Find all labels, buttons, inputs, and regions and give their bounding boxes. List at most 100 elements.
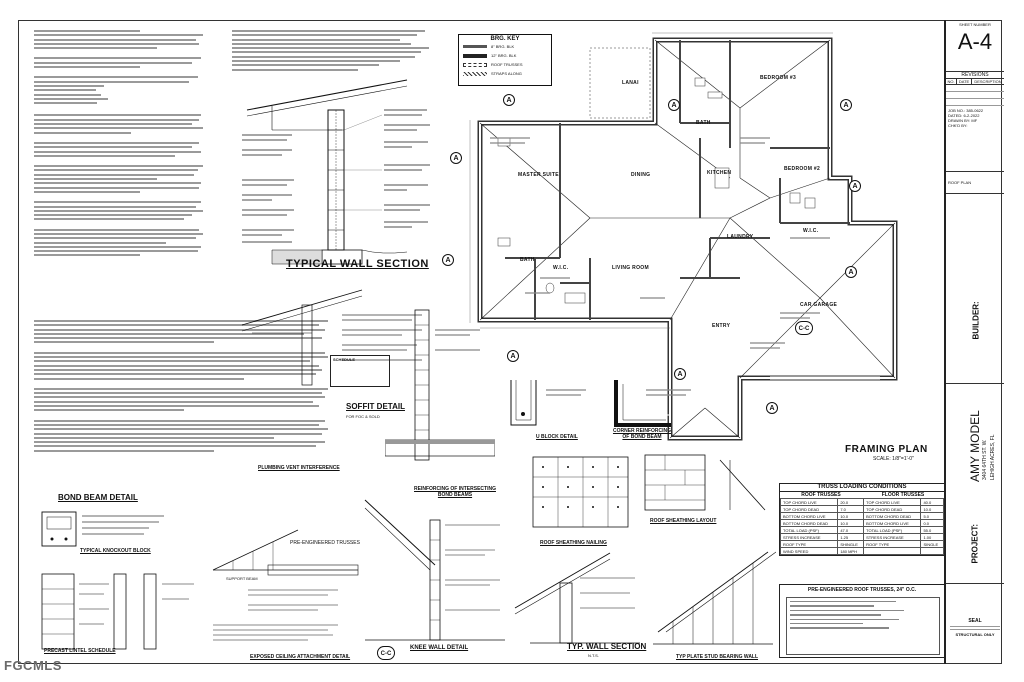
roof-sheathing-layout-drawing: [644, 454, 766, 511]
truss-loading-cell: [920, 547, 944, 555]
room-bath-1: BATH: [696, 120, 711, 126]
section-marker-c-c: C-C: [795, 321, 813, 335]
room-living-room: LIVING ROOM: [612, 265, 649, 271]
bond-beam-detail-title: BOND BEAM DETAIL: [58, 493, 138, 502]
general-notes-column-1: [34, 30, 210, 330]
pre-eng-truss-note: PRE-ENGINEERED ROOF TRUSSES, 24" O.C.: [807, 587, 917, 593]
brg-key-row-2: 12" BRG. BLK: [491, 53, 517, 58]
framing-plan-scale: SCALE: 1/8"=1'-0": [873, 456, 914, 462]
room-entry: ENTRY: [712, 323, 731, 329]
bond-beam-and-lintel-drawing: [41, 511, 194, 650]
truss-loading-title: TRUSS LOADING CONDITIONS: [780, 484, 944, 492]
chkd-by: CHK'D BY:: [948, 123, 968, 128]
job-no: JOB NO.: 385-0622: [948, 108, 984, 113]
typ-wall-section-drawing: [514, 552, 640, 644]
soffit-detail-drawing: [241, 289, 422, 386]
brg-key-row-3: ROOF TRUSSES: [491, 62, 523, 67]
truss-loading-cell: 10.0: [837, 512, 865, 520]
truss-loading-cell: 1.00: [920, 533, 944, 541]
room-bedroom-2: BEDROOM #2: [784, 166, 821, 172]
brg-key-row-1: 8" BRG. BLK: [491, 44, 515, 49]
section-marker-c-c: C-C: [377, 646, 395, 660]
revisions-cell: REVISIONS NO. DATE DESCRIPTION JOB NO.: …: [946, 72, 1004, 172]
knee-wall-detail-drawing: [364, 499, 505, 641]
section-marker-a: A: [450, 152, 462, 164]
room-kitchen: KITCHEN: [707, 170, 732, 176]
truss-loading-cell: TOTAL LOAD (PSF): [779, 526, 839, 534]
roof-sheathing-nailing-drawing: [532, 456, 629, 528]
sheet-number: A-4: [957, 29, 993, 54]
typical-wall-section-drawing: [242, 79, 430, 265]
typical-wall-section-title: TYPICAL WALL SECTION: [286, 258, 429, 270]
top-roofing-notes: [232, 30, 442, 90]
rev-header-date: DATE: [957, 79, 972, 84]
framing-plan-title: FRAMING PLAN: [845, 444, 928, 455]
truss-loading-cell: BOTTOM CHORD LIVE: [779, 512, 839, 520]
truss-loading-cell: SHINGLE: [837, 540, 865, 548]
plumbing-and-bond-beam-drawing: [385, 309, 495, 461]
exposed-ceiling-attachment-drawing: [212, 529, 359, 641]
seal-cell: SEAL STRUCTURAL ONLY: [946, 584, 1004, 664]
project-cell: AMY MODEL 3404 64TH ST. W. LEHIGH ACRES,…: [946, 384, 1004, 584]
truss-loading-cell: WIND SPEED: [779, 547, 839, 555]
framing-plan-drawing: [469, 32, 898, 441]
section-marker-a: A: [442, 254, 454, 266]
exposed-ceiling-title: EXPOSED CEILING ATTACHMENT DETAIL: [250, 654, 351, 660]
brg-key-swatch-3: [463, 63, 487, 67]
truss-loading-cell: TOP CHORD LIVE: [779, 498, 839, 506]
sheet-title-cell: ROOF PLAN: [946, 172, 1004, 194]
room-wic-2: W.I.C.: [803, 228, 819, 234]
dated: DATED: 6-2-2022: [948, 113, 980, 118]
rev-header-no: NO.: [946, 79, 957, 84]
title-block: SHEET NUMBER A-4 REVISIONS NO. DATE DESC…: [944, 20, 1004, 664]
truss-loading-cell: 20.0: [837, 498, 865, 506]
soffit-detail-title: SOFFIT DETAIL: [346, 402, 405, 411]
truss-loading-cell: ROOF TYPE: [863, 540, 922, 548]
truss-loading-cell: 0.0: [920, 519, 944, 527]
project-label: PROJECT:: [970, 523, 980, 564]
brg-key-swatch-1: [463, 45, 487, 48]
typ-wall-section-scale: N.T.S.: [588, 653, 599, 658]
room-wic-1: W.I.C.: [553, 265, 569, 271]
typical-knockout-block-title: TYPICAL KNOCKOUT BLOCK: [80, 548, 151, 554]
structural-only: STRUCTURAL ONLY: [955, 632, 995, 637]
sheet-number-cell: SHEET NUMBER A-4: [946, 20, 1004, 72]
sheet-number-label: SHEET NUMBER: [959, 22, 991, 27]
brg-key-box: BRG. KEY 8" BRG. BLK 12" BRG. BLK ROOF T…: [458, 34, 552, 86]
truss-loading-cell: 7.0: [837, 505, 865, 513]
builder-label: BUILDER:: [971, 301, 981, 340]
truss-loading-cell: [863, 547, 922, 555]
section-marker-a: A: [849, 180, 861, 192]
truss-loading-cell: 10.0: [920, 505, 944, 513]
typ-plate-bearing-title: TYP PLATE STUD BEARING WALL: [676, 654, 759, 660]
room-lanai: LANAI: [622, 80, 639, 86]
revisions-label: REVISIONS: [946, 72, 1004, 79]
truss-loading-cell: SINGLE: [920, 540, 944, 548]
truss-loading-cell: 10.0: [837, 519, 865, 527]
revisions-header-row: NO. DATE DESCRIPTION: [946, 79, 1004, 85]
roof-trusses-header: ROOF TRUSSES: [801, 492, 841, 498]
section-marker-a: A: [840, 99, 852, 111]
truss-loading-cell: ROOF TYPE: [779, 540, 839, 548]
pre-eng-truss-legend: [786, 597, 940, 655]
truss-loading-cell: TOTAL LOAD (PSF): [863, 526, 922, 534]
rev-header-description: DESCRIPTION: [974, 79, 1002, 84]
schedule-box: SCHEDULE: [330, 355, 390, 387]
truss-loading-cell: 40.0: [920, 498, 944, 506]
room-dining: DINING: [631, 172, 651, 178]
reinforcing-bond-beams-title: REINFORCING OF INTERSECTING BOND BEAMS: [414, 486, 496, 498]
section-marker-a: A: [674, 368, 686, 380]
room-laundry: LAUNDRY: [727, 234, 754, 240]
truss-loading-cell: TOP CHORD LIVE: [863, 498, 922, 506]
room-car-garage: CAR GARAGE: [800, 302, 838, 308]
support-beam-label: SUPPORT BEAM: [226, 576, 258, 581]
section-marker-a: A: [507, 350, 519, 362]
pre-engineered-trusses-label: PRE-ENGINEERED TRUSSES: [290, 540, 360, 546]
truss-loading-cell: STRESS INCREASE: [863, 533, 922, 541]
truss-loading-cell: 180 MPH: [837, 547, 865, 555]
truss-loading-table: TRUSS LOADING CONDITIONS ROOF TRUSSES FL…: [779, 483, 945, 556]
